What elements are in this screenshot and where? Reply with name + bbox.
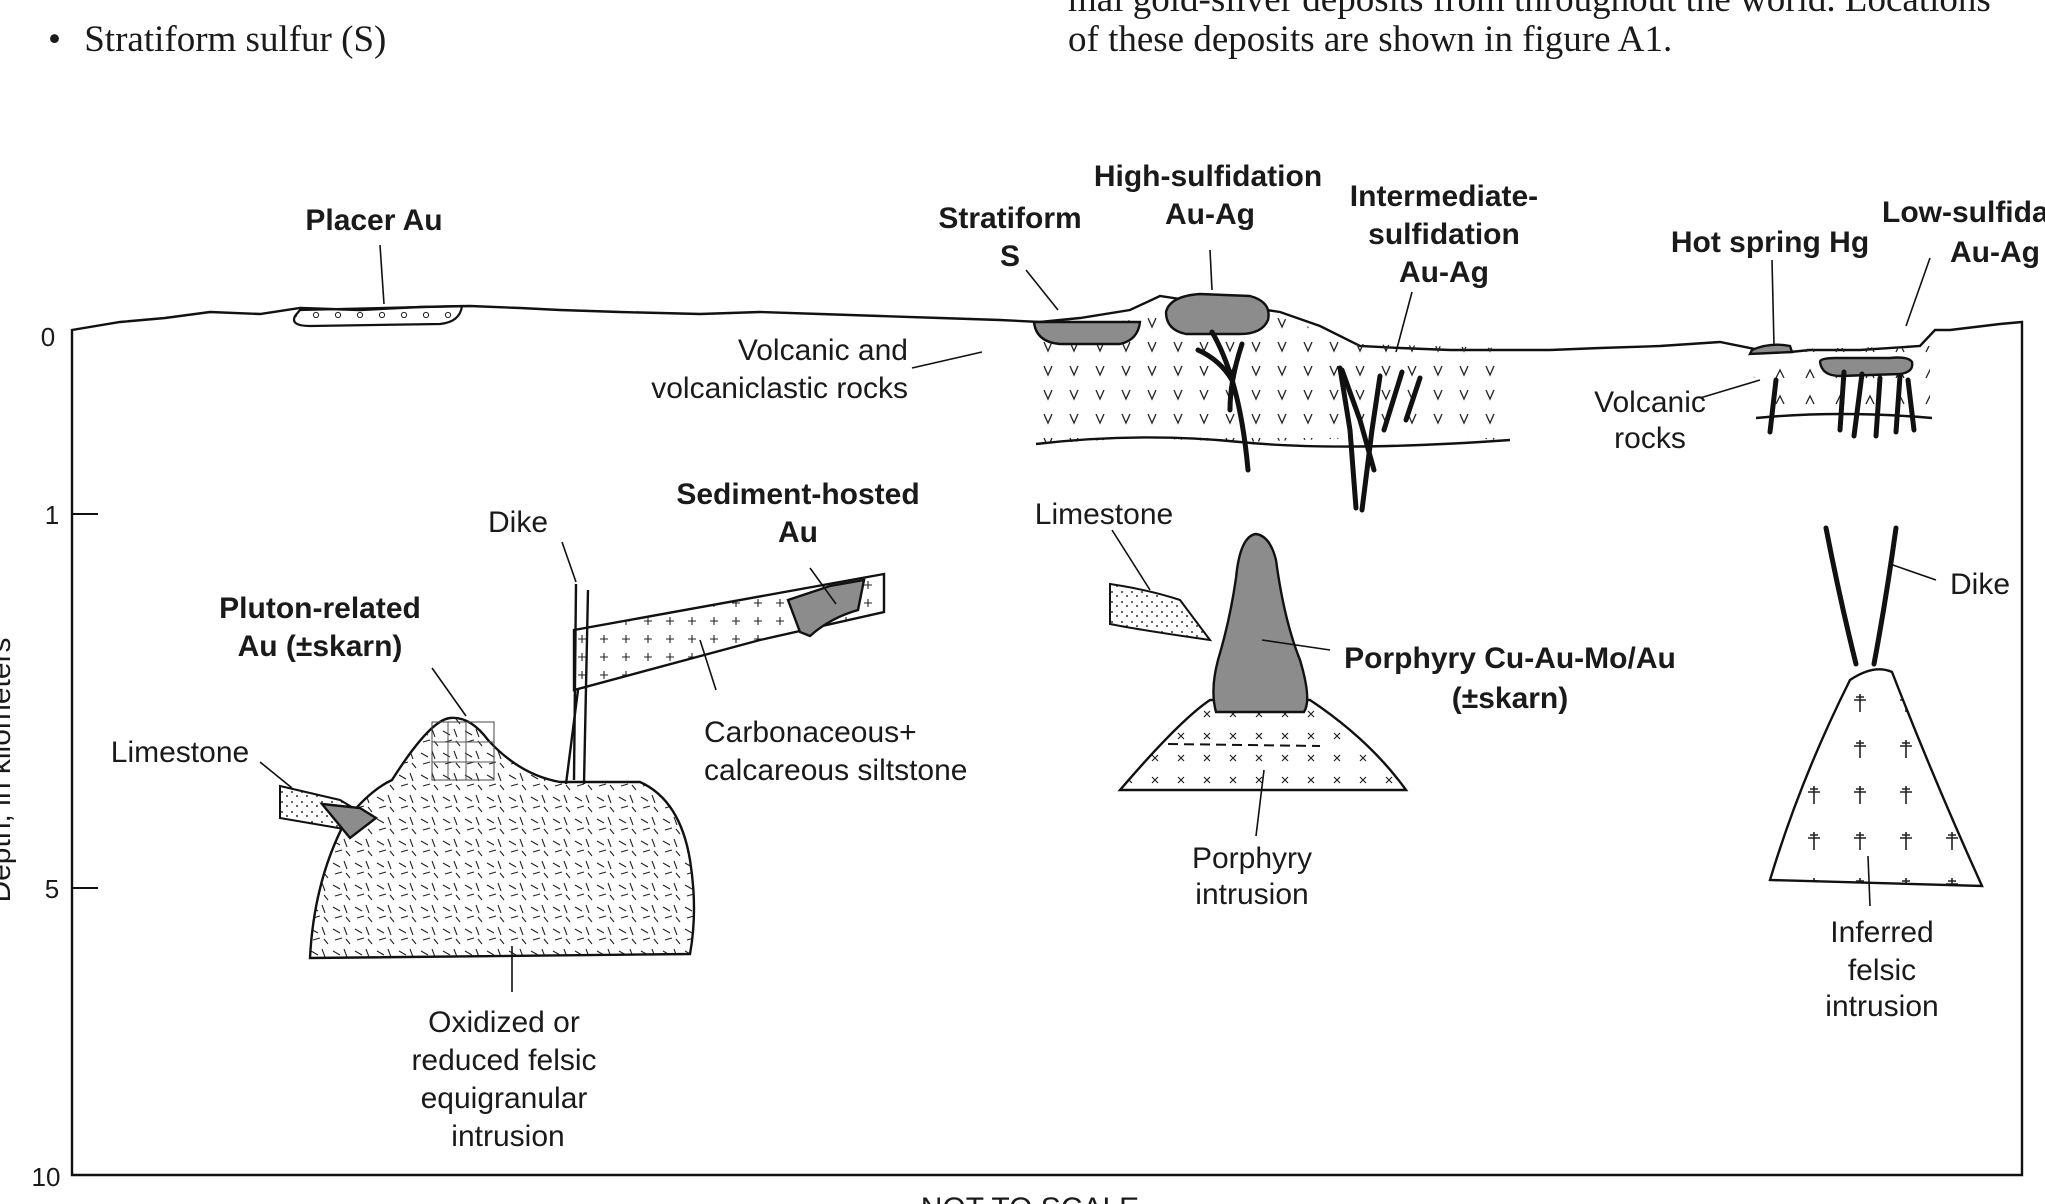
rock-labels: Volcanic and volcaniclastic rocks Volcan…	[111, 334, 2010, 1153]
volcanic-volcaniclastic-label-2: volcaniclastic rocks	[651, 372, 908, 405]
porphyry-label-1: Porphyry Cu-Au-Mo/Au	[1344, 642, 1676, 675]
inferred-felsic-label-1: Inferred	[1830, 916, 1933, 949]
intermediate-sulfidation-label-2: sulfidation	[1368, 218, 1520, 251]
placer-au-label: Placer Au	[305, 204, 442, 237]
deposit-labels: Stratiform S High-sulfidation Au-Ag Inte…	[219, 160, 2045, 715]
low-sulfidation-body	[1818, 356, 1914, 378]
tick-label-1: 1	[45, 500, 59, 530]
volcanic-rocks-label-2: rocks	[1614, 422, 1686, 455]
sediment-hosted-label-2: Au	[778, 516, 818, 549]
inferred-felsic-intrusion	[1768, 525, 1984, 888]
tick-label-5: 5	[45, 874, 59, 904]
volcanic-volcaniclastic-label-1: Volcanic and	[738, 334, 908, 367]
volcanic-rocks-label-1: Volcanic	[1594, 386, 1706, 419]
sediment-hosted-label-1: Sediment-hosted	[676, 478, 919, 511]
high-sulfidation-label-1: High-sulfidation	[1094, 160, 1322, 193]
intermediate-sulfidation-label-3: Au-Ag	[1399, 256, 1489, 289]
dike-right-label: Dike	[1950, 568, 2010, 601]
bullet-glyph: •	[48, 19, 61, 60]
stratiform-label-1: Stratiform	[938, 202, 1081, 235]
carbonaceous-label-2: calcareous siltstone	[704, 754, 967, 787]
pluton-related-label-1: Pluton-related	[219, 592, 421, 625]
low-sulfidation-label-2: Au-Ag	[1950, 236, 2040, 269]
tick-label-0: 0	[41, 322, 55, 352]
hot-spring-body	[1748, 343, 1794, 356]
high-sulfidation-body	[1164, 292, 1270, 336]
pluton-intrusion	[279, 583, 696, 960]
limestone-center-label: Limestone	[1035, 498, 1173, 531]
not-to-scale-note: NOT TO SCALE	[921, 1192, 1139, 1204]
leader-lines	[259, 249, 1937, 992]
pluton-related-label-2: Au (±skarn)	[238, 630, 403, 663]
inferred-felsic-label-3: intrusion	[1825, 990, 1938, 1023]
stratiform-sulfur-body	[1032, 320, 1142, 346]
volcanic-belt	[1032, 292, 1511, 513]
limestone-left-label: Limestone	[111, 736, 249, 769]
bullet-text: Stratiform sulfur (S)	[84, 19, 387, 60]
body-text-line-1: mal gold-silver deposits from throughout…	[1068, 0, 1991, 21]
low-sulfidation-label-1: Low-sulfidation	[1882, 196, 2045, 229]
right-volcanic-belt	[1748, 343, 1933, 439]
porphyry-intrusion-label-2: intrusion	[1195, 878, 1308, 911]
porphyry-label-2: (±skarn)	[1452, 682, 1569, 715]
siltstone-bed	[572, 572, 886, 692]
carbonaceous-label-1: Carbonaceous+	[704, 716, 917, 749]
inferred-felsic-label-2: felsic	[1848, 954, 1916, 987]
body-text-line-2: of these deposits are shown in figure A1…	[1068, 19, 1673, 60]
felsic-equigranular-label-2: reduced felsic	[411, 1044, 596, 1077]
porphyry-ore-body	[1212, 532, 1309, 714]
hot-spring-label: Hot spring Hg	[1671, 226, 1869, 259]
bullet-item: • Stratiform sulfur (S)	[48, 18, 386, 61]
tick-label-10: 10	[32, 1162, 61, 1192]
high-sulfidation-label-2: Au-Ag	[1165, 198, 1255, 231]
dike-left-label: Dike	[488, 506, 548, 539]
sediment-hosted-body	[786, 578, 866, 638]
porphyry-intrusion-label-1: Porphyry	[1192, 842, 1312, 875]
depth-axis: Depth, in kilometers 0 1 5 10	[0, 322, 98, 1192]
stratiform-label-2: S	[1000, 240, 1020, 273]
felsic-equigranular-label-3: equigranular	[421, 1082, 588, 1115]
felsic-equigranular-label-4: intrusion	[451, 1120, 564, 1153]
intermediate-sulfidation-label-1: Intermediate-	[1350, 180, 1538, 213]
felsic-equigranular-label-1: Oxidized or	[428, 1006, 580, 1039]
porphyry-system	[1109, 532, 1409, 792]
axis-title: Depth, in kilometers	[0, 637, 17, 902]
placer-deposit: Placer Au	[292, 204, 464, 328]
